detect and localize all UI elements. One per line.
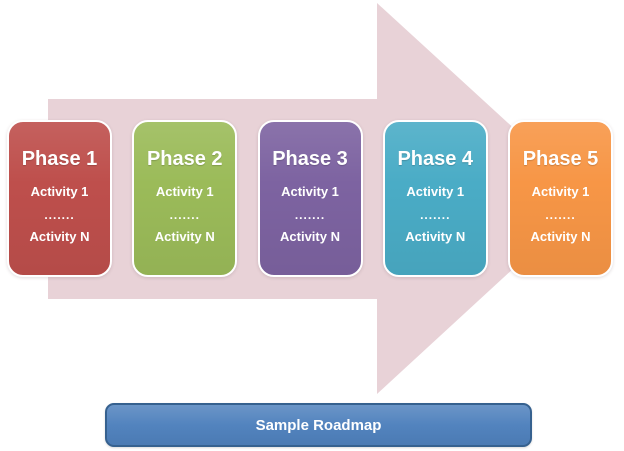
phase-box-2: Phase 2 Activity 1 ....... Activity N (132, 120, 238, 277)
phase-box-3: Phase 3 Activity 1 ....... Activity N (257, 120, 363, 277)
phase-title: Phase 5 (522, 148, 599, 170)
phase-activity-ellipsis: ....... (545, 208, 576, 222)
phase-activity-ellipsis: ....... (294, 208, 326, 222)
phase-box-1: Phase 1 Activity 1 ....... Activity N (7, 120, 112, 277)
phase-activity-first: Activity 1 (155, 184, 214, 199)
phase-box-4: Phase 4 Activity 1 ....... Activity N (382, 120, 488, 277)
phase-activity-ellipsis: ....... (420, 208, 451, 222)
phase-title: Phase 3 (272, 148, 348, 170)
phase-activity-ellipsis: ....... (44, 208, 75, 222)
phase-activity-last: Activity N (530, 229, 591, 244)
phase-title: Phase 1 (21, 148, 98, 170)
phase-activity-ellipsis: ....... (169, 208, 200, 222)
phase-activity-first: Activity 1 (531, 184, 590, 199)
caption-banner-label: Sample Roadmap (255, 416, 382, 434)
phase-title: Phase 4 (397, 148, 474, 170)
phase-title: Phase 2 (146, 148, 223, 170)
phase-activity-last: Activity N (280, 229, 340, 244)
phase-activity-last: Activity N (29, 229, 90, 244)
phase-activity-last: Activity N (154, 229, 215, 244)
phase-activity-first: Activity 1 (30, 184, 89, 199)
phase-box-5: Phase 5 Activity 1 ....... Activity N (508, 120, 613, 277)
phase-activity-first: Activity 1 (406, 184, 465, 199)
phase-row: Phase 1 Activity 1 ....... Activity N Ph… (7, 120, 613, 277)
caption-banner: Sample Roadmap (105, 403, 532, 447)
phase-activity-first: Activity 1 (281, 184, 339, 199)
phase-activity-last: Activity N (405, 229, 466, 244)
